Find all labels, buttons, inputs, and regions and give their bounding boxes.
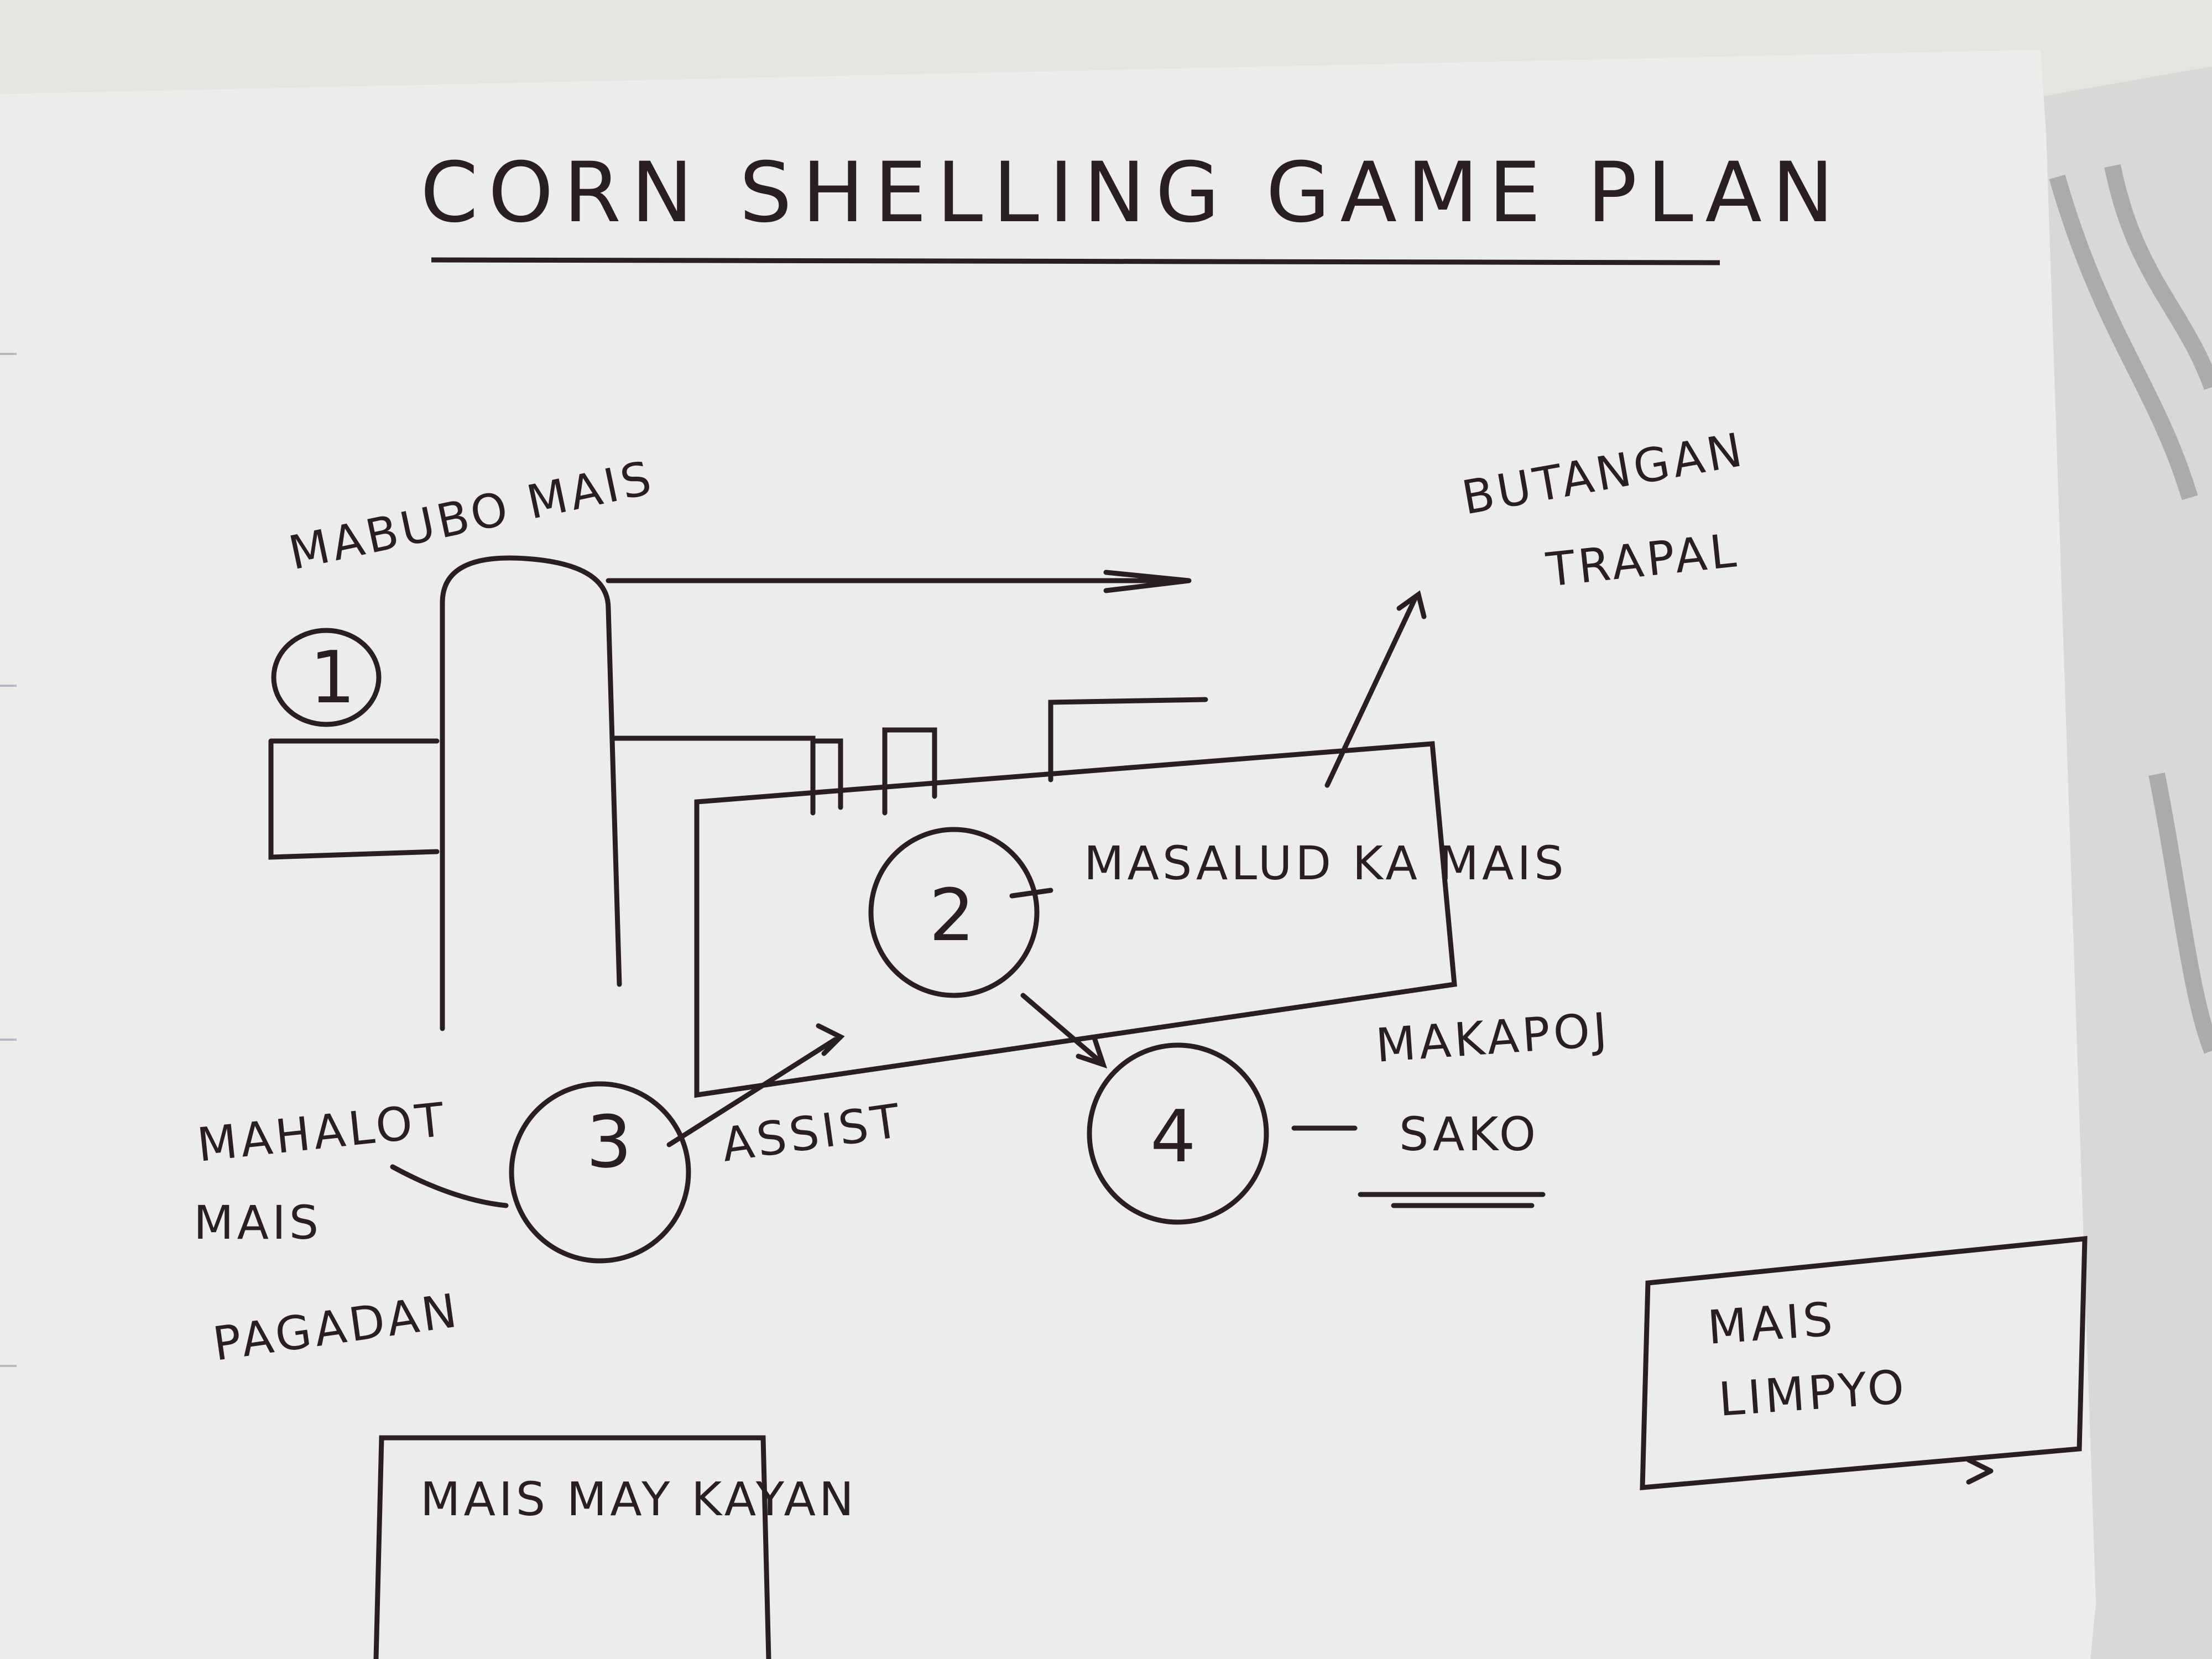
station-1-number: 1: [310, 635, 359, 719]
station-3-number: 3: [586, 1100, 635, 1184]
exit-arrow-head: [1396, 590, 1427, 619]
station-4-number: 4: [1150, 1094, 1199, 1178]
box-left: [373, 1435, 771, 1659]
box-left-label: MAIS MAY KAYAN: [420, 1472, 857, 1526]
assist-arrow: [666, 1037, 838, 1147]
arrow-2-to-4: [1020, 993, 1103, 1065]
station-4-circle: [1087, 1042, 1269, 1225]
box-right-label-line2: LIMPYO: [1717, 1359, 1910, 1427]
paper-sheet: [0, 50, 2096, 1659]
station-2: 2: [868, 827, 1040, 998]
ruled-margin-lines: [0, 353, 17, 1367]
station2-tick: [1009, 888, 1053, 899]
exit-arrow: [1324, 594, 1418, 788]
background-pattern-right: [2049, 164, 2212, 1054]
assist-arrow-head: [816, 1023, 845, 1056]
station-2-label: MASALUD KA MAIS: [1084, 836, 1567, 890]
station-3: 3: [509, 1081, 691, 1264]
station-1-circle: [271, 628, 382, 727]
arrow-label-to-3: [390, 1164, 509, 1208]
title-underline: [431, 257, 1720, 265]
diagram-lines: [268, 555, 2088, 1659]
work-area: [694, 741, 1457, 1098]
station-1: 1: [271, 628, 382, 727]
station-3-label-line2: MAIS: [194, 1196, 322, 1250]
station-4: 4: [1087, 1042, 1269, 1225]
box-right: [1640, 1236, 2088, 1490]
station-4-label-line2: SAKO: [1399, 1107, 1539, 1161]
box-right-label-line1: MAIS: [1706, 1292, 1838, 1355]
sako-underline: [1358, 1192, 1546, 1208]
station-2-number: 2: [929, 873, 978, 957]
sheller-box: [268, 738, 440, 860]
station-3-circle: [509, 1081, 691, 1264]
page-title: CORN SHELLING GAME PLAN: [420, 145, 1844, 241]
box-right-arrow: [1966, 1457, 1994, 1485]
top-arrow-head: [1103, 570, 1190, 593]
station-2-circle: [868, 827, 1040, 998]
conveyor-top: [611, 697, 1208, 816]
machine-column: [440, 555, 622, 1031]
arrow-2-to-4-head: [1076, 1037, 1108, 1069]
